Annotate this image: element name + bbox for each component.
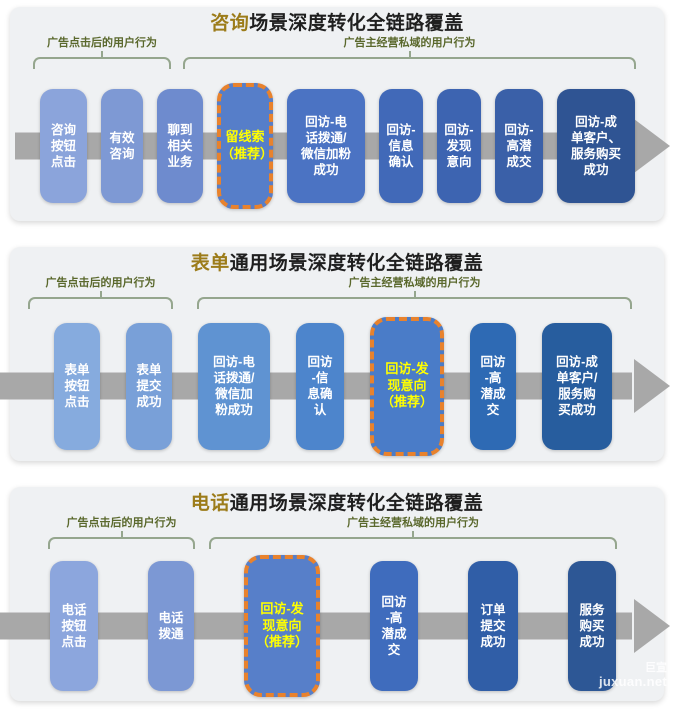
bracket-row: 广告点击后的用户行为 广告主经营私域的用户行为 — [10, 277, 664, 312]
bracket-left: 广告点击后的用户行为 — [33, 37, 171, 70]
flow-row: 电话 按钮 点击 电话 拨通 回访-发 现意向 （推荐） 回访 -高 潜成 交 … — [0, 551, 670, 701]
section-title-keyword: 表单 — [190, 253, 230, 274]
pill-row: 表单 按钮 点击 表单 提交 成功 回访-电 话拨通/ 微信加 粉成功 回访 -… — [10, 311, 664, 461]
funnel-stage-label: 订单 提交 成功 — [480, 602, 506, 650]
funnel-stage-pill: 回访-成 单客户、 服务购买 成功 — [557, 89, 635, 203]
section-title-rest: 通用场景深度转化全链路覆盖 — [229, 253, 484, 274]
funnel-stage-label: 回访 -高 潜成 交 — [381, 594, 407, 658]
funnel-stage-pill: 回访 -信 息确 认 — [296, 322, 344, 450]
funnel-stage-label: 表单 按钮 点击 — [64, 362, 90, 410]
funnel-stage-label: 留线索 （推荐） — [221, 129, 274, 161]
funnel-stage-label: 电话 按钮 点击 — [61, 602, 87, 650]
funnel-stage-label: 回访 -信 息确 认 — [307, 354, 333, 418]
pill-row: 咨询 按钮 点击 有效 咨询 聊到 相关 业务 留线索 （推荐） 回访-电 话拨… — [10, 71, 664, 221]
funnel-stage-pill: 表单 提交 成功 — [126, 322, 172, 450]
funnel-stage-pill: 咨询 按钮 点击 — [40, 89, 87, 203]
funnel-stage-label: 回访-成 单客户/ 服务购 买成功 — [556, 354, 598, 418]
pill-row: 电话 按钮 点击 电话 拨通 回访-发 现意向 （推荐） 回访 -高 潜成 交 … — [10, 551, 664, 701]
bracket-left-label: 广告点击后的用户行为 — [47, 37, 157, 49]
funnel-stage-pill: 回访-电 话拨通/ 微信加 粉成功 — [198, 322, 270, 450]
funnel-stage-label: 回访-成 单客户、 服务购买 成功 — [570, 114, 621, 178]
bracket-line — [183, 57, 636, 70]
flow-arrow-head-icon — [634, 359, 670, 413]
funnel-stage-label: 回访-电 话拨通/ 微信加粉 成功 — [300, 114, 351, 178]
section-title-rest: 通用场景深度转化全链路覆盖 — [229, 493, 484, 514]
funnel-stage-label: 回访- 发现 意向 — [444, 122, 474, 170]
section-title: 表单通用场景深度转化全链路覆盖 — [10, 247, 664, 276]
bracket-stem — [413, 291, 416, 298]
funnel-stage-pill: 回访-成 单客户/ 服务购 买成功 — [542, 322, 612, 450]
bracket-line — [209, 537, 617, 550]
funnel-stage-label: 有效 咨询 — [109, 130, 135, 161]
funnel-stage-pill: 服务 购买 成功 — [568, 561, 616, 691]
funnel-stage-label: 回访-发 现意向 （推荐） — [255, 600, 308, 650]
funnel-stage-label: 回访-电 话拨通/ 微信加 粉成功 — [213, 354, 255, 418]
section-title-keyword: 电话 — [190, 493, 230, 514]
watermark-domain: juxuan.net — [598, 673, 667, 689]
bracket-line — [48, 537, 195, 550]
scenario-section-card: 电话通用场景深度转化全链路覆盖 广告点击后的用户行为 广告主经营私域的用户行为 … — [0, 487, 670, 701]
scenario-section-card: 咨询场景深度转化全链路覆盖 广告点击后的用户行为 广告主经营私域的用户行为 咨询… — [10, 7, 670, 221]
bracket-right: 广告主经营私域的用户行为 — [209, 517, 617, 550]
funnel-stage-pill: 回访-电 话拨通/ 微信加粉 成功 — [287, 89, 365, 203]
section-title: 咨询场景深度转化全链路覆盖 — [10, 7, 664, 36]
section-title: 电话通用场景深度转化全链路覆盖 — [10, 487, 664, 516]
funnel-stage-pill: 留线索 （推荐） — [217, 83, 273, 209]
funnel-stage-label: 聊到 相关 业务 — [167, 122, 193, 170]
section-title-keyword: 咨询 — [210, 13, 250, 34]
funnel-stage-label: 咨询 按钮 点击 — [50, 122, 76, 170]
funnel-stage-pill: 回访 -高 潜成 交 — [370, 561, 418, 691]
funnel-sections: 咨询场景深度转化全链路覆盖 广告点击后的用户行为 广告主经营私域的用户行为 咨询… — [0, 7, 670, 701]
flow-arrow-head-icon — [634, 119, 670, 173]
bracket-stem — [101, 51, 103, 58]
section-title-rest: 场景深度转化全链路覆盖 — [249, 13, 464, 34]
funnel-stage-pill: 表单 按钮 点击 — [54, 322, 100, 450]
bracket-stem — [408, 51, 411, 58]
funnel-stage-pill: 订单 提交 成功 — [468, 561, 518, 691]
bracket-right: 广告主经营私域的用户行为 — [183, 37, 636, 70]
bracket-right-label: 广告主经营私域的用户行为 — [347, 517, 479, 529]
funnel-stage-label: 回访-发 现意向 （推荐） — [380, 360, 433, 410]
watermark: 巨宣 juxuan.net — [599, 662, 667, 690]
bracket-row: 广告点击后的用户行为 广告主经营私域的用户行为 — [10, 37, 664, 72]
funnel-stage-pill: 回访- 发现 意向 — [437, 89, 481, 203]
bracket-left: 广告点击后的用户行为 — [28, 277, 173, 310]
bracket-line — [197, 297, 632, 310]
flow-arrow-head-icon — [634, 599, 670, 653]
bracket-left: 广告点击后的用户行为 — [48, 517, 195, 550]
funnel-stage-pill: 电话 拨通 — [148, 561, 194, 691]
bracket-stem — [412, 531, 414, 538]
funnel-stage-label: 电话 拨通 — [158, 610, 184, 641]
funnel-stage-label: 回访- 高潜 成交 — [504, 122, 534, 170]
flow-row: 咨询 按钮 点击 有效 咨询 聊到 相关 业务 留线索 （推荐） 回访-电 话拨… — [10, 71, 670, 221]
bracket-line — [33, 57, 171, 70]
funnel-stage-pill: 有效 咨询 — [101, 89, 143, 203]
bracket-left-label: 广告点击后的用户行为 — [66, 517, 177, 529]
bracket-stem — [99, 291, 102, 298]
bracket-stem — [120, 531, 123, 538]
funnel-stage-pill: 聊到 相关 业务 — [157, 89, 203, 203]
bracket-left-label: 广告点击后的用户行为 — [45, 277, 156, 289]
funnel-stage-label: 服务 购买 成功 — [579, 602, 605, 650]
bracket-line — [28, 297, 173, 310]
funnel-stage-label: 回访- 信息 确认 — [386, 122, 416, 170]
bracket-right-label: 广告主经营私域的用户行为 — [348, 277, 481, 289]
funnel-stage-label: 表单 提交 成功 — [136, 362, 162, 410]
scenario-section-card: 表单通用场景深度转化全链路覆盖 广告点击后的用户行为 广告主经营私域的用户行为 … — [0, 247, 670, 461]
funnel-stage-label: 回访 -高 潜成 交 — [480, 354, 506, 418]
flow-row: 表单 按钮 点击 表单 提交 成功 回访-电 话拨通/ 微信加 粉成功 回访 -… — [0, 311, 670, 461]
watermark-brand: 巨宣 — [645, 662, 667, 674]
funnel-stage-pill: 回访 -高 潜成 交 — [470, 322, 516, 450]
funnel-stage-pill: 回访-发 现意向 （推荐） — [370, 316, 444, 456]
bracket-row: 广告点击后的用户行为 广告主经营私域的用户行为 — [10, 517, 664, 552]
bracket-right: 广告主经营私域的用户行为 — [197, 277, 632, 310]
funnel-stage-pill: 回访- 信息 确认 — [379, 89, 423, 203]
funnel-stage-pill: 回访-发 现意向 （推荐） — [244, 555, 320, 697]
funnel-stage-pill: 回访- 高潜 成交 — [495, 89, 543, 203]
funnel-stage-pill: 电话 按钮 点击 — [50, 561, 98, 691]
bracket-right-label: 广告主经营私域的用户行为 — [343, 37, 476, 49]
